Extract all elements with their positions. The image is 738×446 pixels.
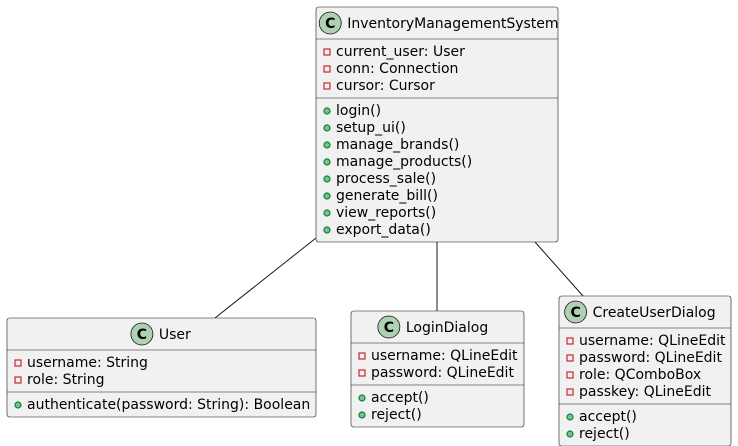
class-method: generate_bill() bbox=[336, 188, 438, 204]
class-attribute: password: QLineEdit bbox=[579, 350, 722, 366]
class-attribute: passkey: QLineEdit bbox=[579, 384, 712, 400]
associations-layer bbox=[214, 237, 584, 319]
class-stereotype-icon bbox=[377, 315, 401, 339]
classes-layer: C InventoryManagementSystem current_user: … bbox=[6, 6, 732, 446]
association-inventory-createuser bbox=[534, 241, 584, 297]
class-attribute: username: QLineEdit bbox=[579, 333, 726, 349]
class-attribute: username: String bbox=[27, 355, 148, 371]
class-method: accept() bbox=[371, 390, 429, 406]
public-visibility-icon bbox=[323, 175, 331, 183]
class-attribute: password: QLineEdit bbox=[371, 365, 514, 381]
class-name: CreateUserDialog bbox=[593, 305, 716, 321]
class-attribute: cursor: Cursor bbox=[336, 78, 435, 94]
class-method: process_sale() bbox=[336, 171, 436, 187]
class-stereotype-letter: C bbox=[325, 16, 335, 32]
class-method: authenticate(password: String): Boolean bbox=[27, 397, 310, 413]
private-visibility-icon bbox=[566, 337, 574, 345]
class-method: export_data() bbox=[336, 222, 431, 238]
public-visibility-icon bbox=[323, 226, 331, 234]
private-visibility-icon bbox=[566, 388, 574, 396]
class-name: InventoryManagementSystem bbox=[347, 16, 558, 32]
class-method: view_reports() bbox=[336, 205, 436, 221]
class-attribute: conn: Connection bbox=[336, 61, 458, 77]
class-stereotype-letter: C bbox=[570, 305, 580, 321]
class-method: reject() bbox=[579, 426, 630, 442]
private-visibility-icon bbox=[14, 359, 22, 367]
class-attribute: username: QLineEdit bbox=[371, 348, 518, 364]
public-visibility-icon bbox=[323, 209, 331, 217]
public-visibility-icon bbox=[566, 430, 574, 438]
class-attribute: role: QComboBox bbox=[579, 367, 701, 383]
public-visibility-icon bbox=[323, 192, 331, 200]
private-visibility-icon bbox=[566, 354, 574, 362]
class-name: User bbox=[159, 327, 191, 343]
class-attribute: role: String bbox=[27, 372, 104, 388]
private-visibility-icon bbox=[14, 376, 22, 384]
public-visibility-icon bbox=[358, 394, 366, 402]
private-visibility-icon bbox=[358, 352, 366, 360]
public-visibility-icon bbox=[323, 141, 331, 149]
class-method: manage_products() bbox=[336, 154, 472, 170]
private-visibility-icon bbox=[358, 369, 366, 377]
class-stereotype-letter: C bbox=[137, 327, 147, 343]
private-visibility-icon bbox=[323, 65, 331, 73]
class-method: manage_brands() bbox=[336, 137, 459, 153]
class-stereotype-icon bbox=[318, 11, 342, 35]
class-name: LoginDialog bbox=[406, 320, 488, 336]
class-method: login() bbox=[336, 103, 381, 119]
class-stereotype-letter: C bbox=[384, 320, 394, 336]
public-visibility-icon bbox=[14, 401, 22, 409]
class-inventory[interactable]: C InventoryManagementSystem current_user: … bbox=[315, 6, 559, 243]
class-method: reject() bbox=[371, 407, 422, 423]
class-box bbox=[558, 295, 732, 446]
class-box bbox=[315, 6, 559, 243]
class-stereotype-icon bbox=[130, 322, 154, 346]
public-visibility-icon bbox=[323, 107, 331, 115]
public-visibility-icon bbox=[323, 158, 331, 166]
class-box bbox=[350, 310, 525, 428]
association-inventory-user bbox=[214, 237, 317, 319]
public-visibility-icon bbox=[566, 413, 574, 421]
class-login[interactable]: C LoginDialog username: QLineEditpassword:… bbox=[350, 310, 525, 428]
public-visibility-icon bbox=[358, 411, 366, 419]
private-visibility-icon bbox=[323, 82, 331, 90]
private-visibility-icon bbox=[566, 371, 574, 379]
private-visibility-icon bbox=[323, 48, 331, 56]
class-method: accept() bbox=[579, 409, 637, 425]
public-visibility-icon bbox=[323, 124, 331, 132]
class-method: setup_ui() bbox=[336, 120, 406, 136]
class-attribute: current_user: User bbox=[336, 44, 465, 60]
class-stereotype-icon bbox=[564, 300, 587, 324]
